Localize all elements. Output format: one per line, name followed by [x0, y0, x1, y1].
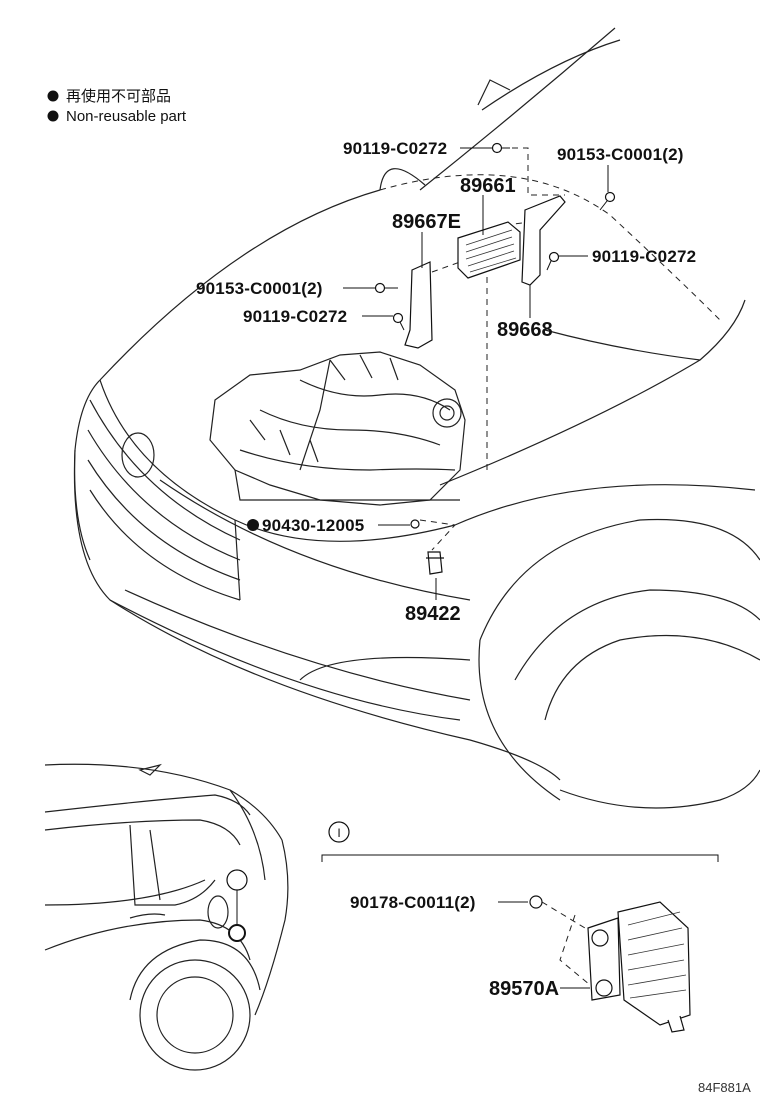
bracket-89667e: [404, 261, 433, 349]
legend-bullet-icon: [47, 110, 59, 122]
non-reusable-marker-icon: [247, 519, 259, 531]
bolt-icon: [374, 282, 398, 294]
part-label-89422: 89422: [405, 603, 461, 625]
bolt-icon: [392, 312, 405, 331]
nut-icon: [529, 895, 543, 909]
bolts: [374, 142, 616, 529]
legend-item-english: Non-reusable part: [66, 108, 187, 125]
legend: 再使用不可部品 Non-reusable part: [47, 88, 187, 125]
location-marker-icon: [228, 924, 246, 942]
legend-bullet-icon: [47, 90, 59, 102]
bracket-89668: [521, 195, 566, 286]
vehicle-front-outline: [73, 27, 760, 809]
legend-item-japanese: 再使用不可部品: [66, 88, 171, 105]
callout-label: I: [337, 826, 340, 840]
callout-section-i: I: [321, 821, 719, 862]
part-labels-lower: 90178-C0011(2) 89570A: [350, 893, 559, 1000]
part-label-89570a: 89570A: [489, 978, 559, 1000]
part-label-90119-left: 90119-C0272: [243, 307, 347, 326]
callout-circle-icon: [328, 821, 350, 843]
sensor-89422-component: [426, 551, 444, 575]
bolt-icon: [546, 251, 560, 271]
part-label-90153-right: 90153-C0001(2): [557, 145, 684, 164]
engine-assembly: [209, 351, 466, 506]
part-label-89661: 89661: [460, 175, 516, 197]
module-89570a-component: [498, 895, 691, 1033]
part-label-90178: 90178-C0011(2): [350, 893, 476, 912]
vehicle-rear-outline: [44, 763, 289, 1071]
figure-code: 84F881A: [698, 1080, 751, 1095]
part-labels: 90119-C0272 90153-C0001(2) 89661 89667E …: [196, 139, 696, 625]
part-label-89668: 89668: [497, 319, 553, 341]
washer-icon: [410, 519, 420, 529]
part-label-90119-top: 90119-C0272: [343, 139, 447, 158]
part-label-89667e: 89667E: [392, 211, 461, 233]
part-label-90153-left: 90153-C0001(2): [196, 279, 323, 298]
part-label-90430: 90430-12005: [262, 516, 364, 535]
ecu-89661-component: [457, 221, 521, 279]
bolt-icon: [599, 191, 616, 211]
callout-circle-rear-icon: [226, 869, 248, 891]
bolt-icon: [491, 142, 510, 154]
leader-lines: [343, 147, 609, 600]
part-label-90119-right: 90119-C0272: [592, 247, 696, 266]
